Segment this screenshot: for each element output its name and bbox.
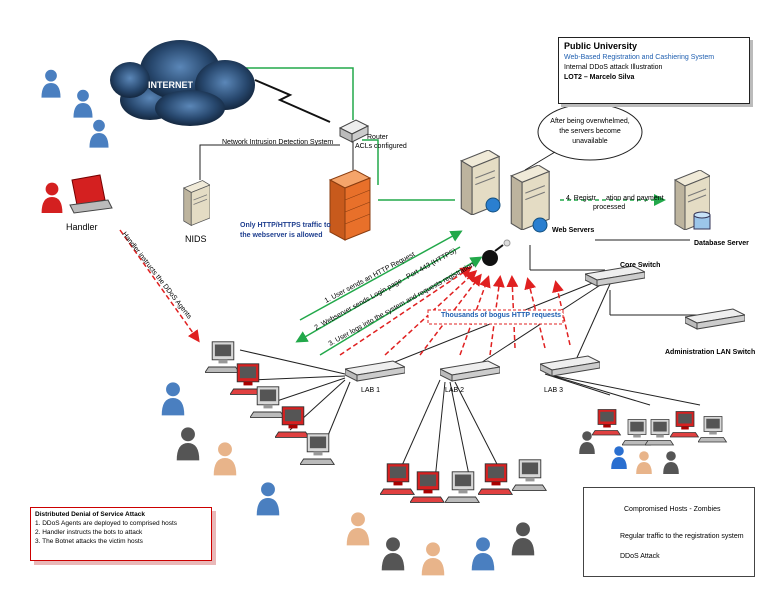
internet-label: INTERNET	[148, 80, 194, 90]
internet-users	[41, 69, 109, 148]
title-line4: LOT2 – Marcelo Silva	[564, 74, 635, 81]
regular-traffic-lines	[240, 67, 455, 201]
callout-line3: unavailable	[572, 138, 608, 145]
overwhelmed-callout	[537, 103, 643, 161]
nids-line-label: Network Intrusion Detection System	[222, 139, 334, 146]
lab2-switch-icon	[440, 360, 500, 382]
core-switch-icon	[585, 265, 645, 287]
router-label: Router	[367, 134, 389, 141]
network-links	[199, 140, 701, 481]
handler-instructs-label: Handler instructs the DDoS Agents	[120, 231, 192, 321]
handler-label: Handler	[66, 222, 98, 232]
handler-person-icon	[41, 182, 63, 213]
database-server-label: Database Server	[694, 240, 749, 247]
ddos-box-title: Distributed Denial of Service Attack	[35, 511, 145, 518]
lab2-label: LAB 2	[445, 387, 465, 394]
admin-switch-label: Administration LAN Switch	[665, 349, 756, 356]
ddos-box-item2: 2. Handler instructs the bots to attack	[35, 529, 143, 536]
lab1-switch-icon	[345, 360, 405, 382]
nids-label: NIDS	[185, 234, 207, 244]
firewall-note-2: the webserver is allowed	[240, 232, 323, 239]
lightning-icon	[254, 79, 331, 123]
legend-box: Compromised Hosts - Zombies Regular traf…	[583, 487, 755, 577]
ddos-arrows	[119, 229, 571, 356]
acls-label: ACLs configured	[355, 143, 407, 150]
ddos-box-item1: 1. DDoS Agents are deployed to comprised…	[35, 520, 177, 527]
lab2-hosts	[346, 459, 547, 576]
title-line1: Public University	[564, 41, 638, 51]
globe-icon-2	[532, 217, 548, 233]
lab3-hosts	[579, 409, 727, 474]
lab3-switch-icon	[540, 355, 600, 377]
bomb-icon	[482, 239, 511, 266]
handler-laptop-icon	[69, 174, 113, 214]
lab1-hosts	[161, 341, 335, 516]
callout-line2: the servers become	[559, 128, 621, 135]
registration-label-2: ation and payment	[606, 195, 664, 202]
lab3-label: LAB 3	[544, 387, 564, 394]
nids-server-icon	[183, 180, 210, 226]
legend-ddos: DDoS Attack	[620, 553, 660, 560]
internet-cloud	[110, 40, 255, 126]
title-box: Public University Web-Based Registration…	[558, 37, 750, 104]
bogus-requests-label: Thousands of bogus HTTP requests	[441, 312, 562, 319]
lab1-label: LAB 1	[361, 387, 381, 394]
title-line2: Web-Based Registration and Cashiering Sy…	[564, 54, 715, 61]
user-traffic-arrows	[295, 230, 483, 356]
legend-regular: Regular traffic to the registration syst…	[620, 533, 744, 540]
bogus-requests-box	[427, 309, 564, 325]
firewall-note-1: Only HTTP/HTTPS traffic to	[240, 222, 331, 229]
title-line3: Internal DDoS attack Illustration	[564, 64, 663, 71]
legend-zombies: Compromised Hosts - Zombies	[624, 506, 721, 513]
firewall-icon	[328, 169, 372, 241]
router-icon	[338, 119, 370, 143]
web-servers-label: Web Servers	[552, 227, 595, 234]
database-icon	[693, 211, 711, 230]
globe-icon	[485, 197, 501, 213]
registration-label-3: processed	[593, 204, 626, 211]
registration-label-1: 4. Registr	[566, 195, 596, 202]
admin-switch-icon	[685, 308, 745, 330]
core-switch-label: Core Switch	[620, 262, 661, 269]
callout-line1: After being overwhelmed,	[550, 118, 630, 125]
ddos-info-box: Distributed Denial of Service Attack 1. …	[30, 507, 212, 561]
ddos-box-item3: 3. The Botnet attacks the victim hosts	[35, 538, 143, 545]
